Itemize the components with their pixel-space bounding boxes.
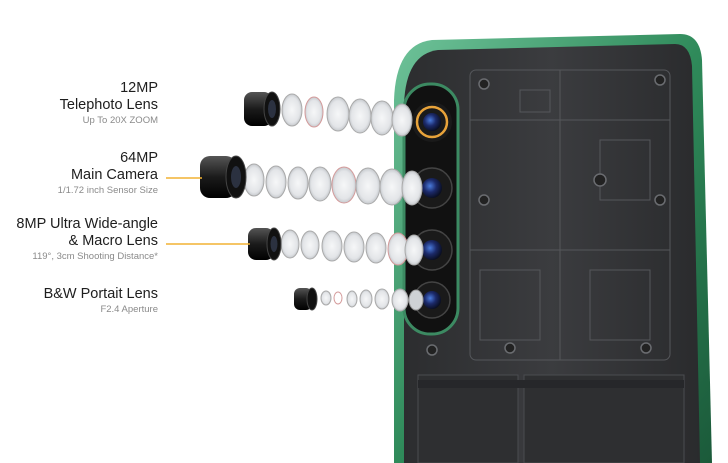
camera-module [402,82,460,336]
label-bw-sub: F2.4 Aperture [100,304,158,315]
phone-back [394,34,712,463]
label-ultrawide-line2: & Macro Lens [68,233,158,249]
lens-stacks [200,91,424,312]
label-main-sub: 1/1.72 inch Sensor Size [57,185,158,196]
label-telephoto-line1: 12MP [120,80,158,96]
label-main-line1: 64MP [120,150,158,166]
label-telephoto: 12MP Telephoto Lens Up To 20X ZOOM [60,80,158,127]
label-bw-line1: B&W Portait Lens [43,286,158,302]
label-main-line2: Main Camera [70,167,158,183]
label-ultrawide-line1: 8MP Ultra Wide-angle [16,216,158,232]
label-ultrawide: 8MP Ultra Wide-angle & Macro Lens 119°, … [16,216,158,263]
label-bw: B&W Portait Lens F2.4 Aperture [44,286,158,316]
label-ultrawide-sub: 119°, 3cm Shooting Distance* [32,251,158,262]
label-telephoto-sub: Up To 20X ZOOM [82,115,158,126]
label-main: 64MP Main Camera 1/1.72 inch Sensor Size [58,150,158,197]
label-telephoto-line2: Telephoto Lens [59,97,158,113]
